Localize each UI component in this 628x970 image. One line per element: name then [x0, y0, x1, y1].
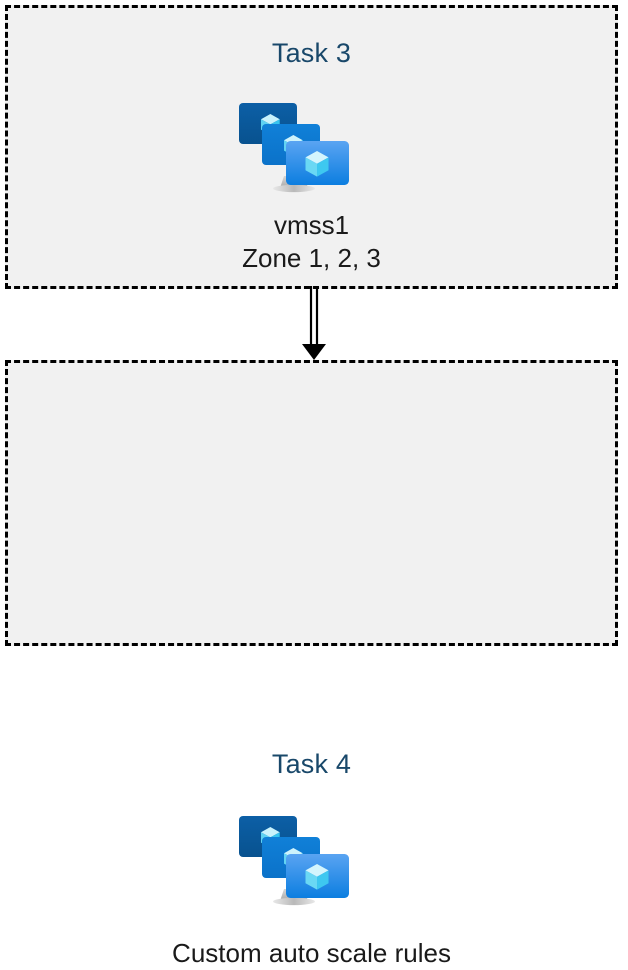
caption-line-autoscale-rules: Custom auto scale rules	[172, 938, 451, 968]
caption-line-zones: Zone 1, 2, 3	[242, 243, 381, 274]
azure-vm-scale-set-icon	[236, 100, 352, 196]
azure-vm-scale-set-icon	[236, 813, 352, 909]
task-title-task3: Task 3	[271, 38, 352, 68]
task-caption-task3: vmss1 Zone 1, 2, 3	[8, 209, 615, 276]
connector-task3-to-task4	[296, 286, 332, 362]
caption-line-vmss-name: vmss1	[273, 210, 350, 240]
task-box-task3[interactable]: Task 3	[5, 5, 618, 289]
task-box-task4[interactable]: Task 4	[5, 360, 618, 968]
task-title-task4: Task 4	[271, 749, 352, 779]
architecture-diagram: Task 3	[5, 5, 618, 968]
task-caption-task4: Custom auto scale rules	[8, 937, 615, 970]
